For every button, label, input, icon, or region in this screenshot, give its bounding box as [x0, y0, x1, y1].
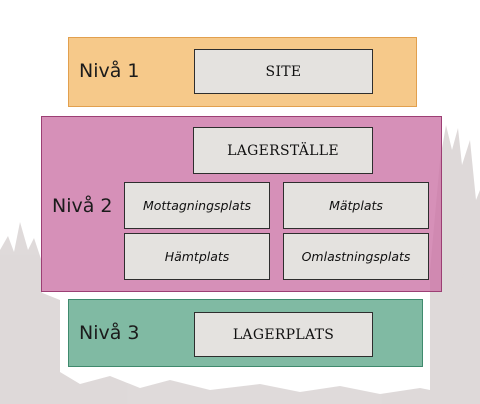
lagerstalle-box: LAGERSTÄLLE [193, 127, 373, 174]
level-2-band: Nivå 2 LAGERSTÄLLE Mottagningsplats Mätp… [41, 116, 442, 292]
level-3-band: Nivå 3 LAGERPLATS [68, 299, 423, 367]
site-box: SITE [194, 49, 373, 94]
level-2-label: Nivå 2 [52, 195, 113, 217]
mottagningsplats-box: Mottagningsplats [124, 182, 270, 229]
level-1-band: Nivå 1 SITE [68, 37, 417, 107]
level-1-label: Nivå 1 [79, 60, 140, 82]
omlastningsplats-box: Omlastningsplats [283, 233, 429, 280]
level-3-label: Nivå 3 [79, 322, 140, 344]
hamtplats-box: Hämtplats [124, 233, 270, 280]
matplats-box: Mätplats [283, 182, 429, 229]
lagerplats-box: LAGERPLATS [194, 312, 373, 357]
